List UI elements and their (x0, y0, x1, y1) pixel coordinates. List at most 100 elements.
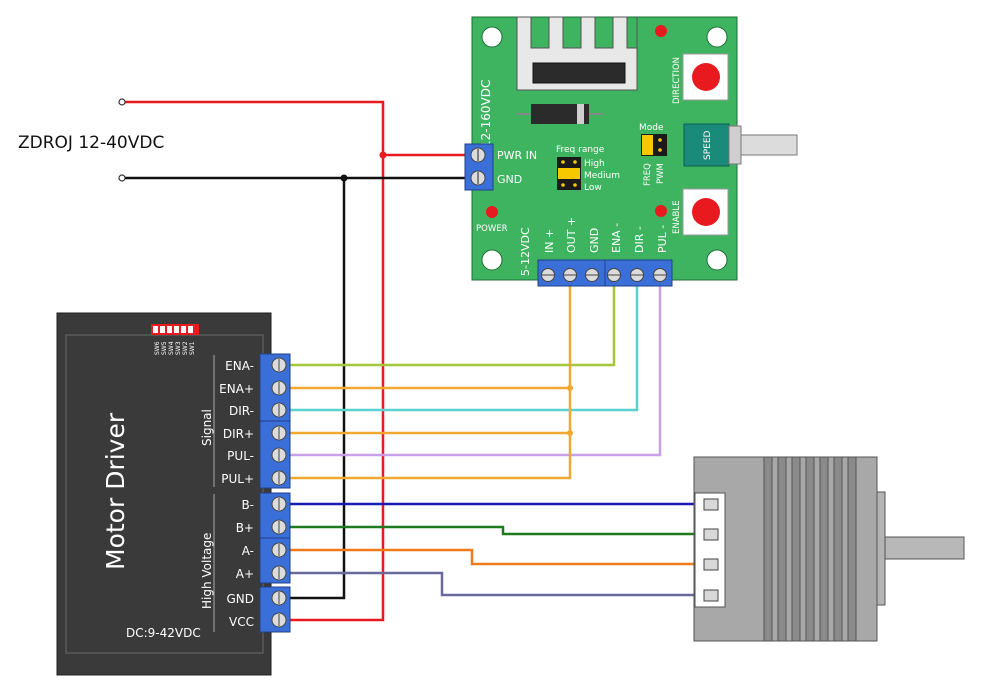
motor-fins (763, 456, 857, 642)
gnd-in-label: GND (497, 173, 522, 186)
ground-to-driver-wire (289, 178, 346, 600)
terminal-label-pul-minus: PUL- (227, 449, 254, 463)
jumper-pin (658, 148, 662, 152)
logic-voltage-label: 5-12VDC (519, 227, 532, 276)
supply-label: ZDROJ 12-40VDC (18, 133, 164, 153)
power-led (486, 206, 498, 218)
out-plus-wire (289, 278, 572, 480)
supply-positive-wire (122, 100, 385, 622)
mode-option-freq: FREQ (643, 163, 653, 186)
terminal-label-gnd: GND (226, 592, 254, 606)
freq-range-title: Freq range (556, 145, 605, 155)
diode (531, 104, 589, 124)
freq-option-high: High (584, 159, 605, 169)
switch-label: SW6 (154, 341, 161, 355)
terminal-label-in-plus: IN + (543, 229, 556, 253)
switch-label: SW5 (161, 341, 168, 355)
freq-option-medium: Medium (584, 171, 620, 181)
motor-connector-pins (703, 498, 719, 602)
jumper-pin (658, 138, 662, 142)
switch-label: SW2 (182, 341, 189, 355)
switch-label: SW1 (189, 341, 196, 355)
jumper-pin (561, 160, 565, 164)
indicator-led (655, 205, 667, 217)
wires (122, 100, 706, 622)
speed-potentiometer-collar (728, 125, 742, 165)
coil-b-plus-wire (289, 525, 706, 536)
ena-wire (289, 278, 616, 367)
switch-label: SW4 (168, 341, 175, 355)
junction-dots (340, 151, 573, 436)
driver-terminal-labels: ENA- ENA+ DIR- DIR+ PUL- PUL+ B- B+ A- A… (219, 359, 254, 629)
mounting-hole (706, 26, 728, 48)
dir-wire (289, 278, 639, 412)
board-voltage-label: 12-160VDC (479, 80, 493, 148)
mosfet (532, 62, 626, 84)
terminal-label-pul-plus: PUL+ (221, 472, 254, 486)
enable-label: ENABLE (672, 201, 682, 234)
terminal-label-vcc: VCC (229, 615, 254, 629)
supply-ground-terminal (118, 174, 126, 182)
terminal-label-pul-minus: PUL - (656, 225, 669, 253)
driver-terminal-screws (271, 357, 287, 628)
driver-outer-case (56, 312, 272, 676)
coil-a-plus-wire (289, 571, 706, 597)
indicator-led (655, 25, 667, 37)
junction-dot (340, 174, 348, 182)
terminal-label-b-minus: B- (241, 498, 254, 512)
pwr-in-label: PWR IN (497, 149, 537, 162)
pul-wire (289, 278, 662, 457)
speed-potentiometer-knob[interactable] (740, 134, 798, 156)
motor-shaft (884, 536, 965, 560)
terminal-label-dir-plus: DIR+ (223, 427, 254, 441)
terminal-label-ena-minus: ENA- (225, 359, 254, 373)
terminal-label-dir-minus: DIR - (633, 226, 646, 253)
mode-option-pwm: PWM (656, 163, 666, 184)
speed-label: SPEED (703, 130, 713, 160)
terminal-label-dir-minus: DIR- (229, 404, 254, 418)
terminal-label-ena-minus: ENA - (610, 223, 623, 253)
stepper-motor (693, 456, 965, 642)
enable-button[interactable] (682, 188, 729, 236)
junction-dot (379, 151, 387, 159)
speed-potentiometer-body (683, 123, 730, 167)
diode-band (577, 104, 584, 124)
motor-front-flange (876, 491, 886, 606)
coil-a-minus-wire (289, 548, 706, 566)
mounting-hole (481, 26, 503, 48)
high-voltage-group-label: High Voltage (200, 533, 214, 609)
controller-board: 12-160VDC PWR IN GND Freq range High Med… (464, 16, 798, 287)
freq-option-low: Low (584, 183, 602, 193)
junction-dot (567, 430, 573, 436)
terminal-label-a-minus: A- (242, 544, 254, 558)
switch-label: SW3 (175, 341, 182, 355)
mounting-hole (481, 249, 503, 271)
supply-positive-terminal (118, 98, 126, 106)
mounting-hole (706, 249, 728, 271)
terminal-label-b-plus: B+ (236, 521, 254, 535)
enable-button-cap (692, 198, 720, 226)
driver-title: Motor Driver (101, 412, 130, 570)
jumper-pin (573, 183, 577, 187)
dip-switch-toggles (153, 326, 193, 333)
terminal-label-ena-plus: ENA+ (219, 382, 254, 396)
terminal-label-gnd: GND (588, 228, 601, 253)
terminal-label-a-plus: A+ (236, 567, 254, 581)
jumper-pin (573, 160, 577, 164)
jumper-pin (561, 183, 565, 187)
signal-group-label: Signal (200, 409, 214, 446)
logic-terminal-screws (541, 268, 667, 282)
junction-dot (567, 385, 573, 391)
direction-label: DIRECTION (672, 57, 682, 104)
motor-connector (694, 492, 726, 608)
driver-rating-label: DC:9-42VDC (126, 626, 201, 640)
mode-title: Mode (639, 123, 664, 133)
freq-jumper-cap (558, 168, 580, 179)
mode-jumper-cap (642, 135, 653, 155)
motor-driver: SW6 SW5 SW4 SW3 SW2 SW1 Motor Driver Sig… (56, 312, 291, 676)
power-led-label: POWER (476, 224, 508, 234)
direction-button-cap (692, 63, 720, 91)
terminal-label-out-plus: OUT + (565, 217, 578, 253)
dip-switch-labels: SW6 SW5 SW4 SW3 SW2 SW1 (154, 341, 196, 355)
